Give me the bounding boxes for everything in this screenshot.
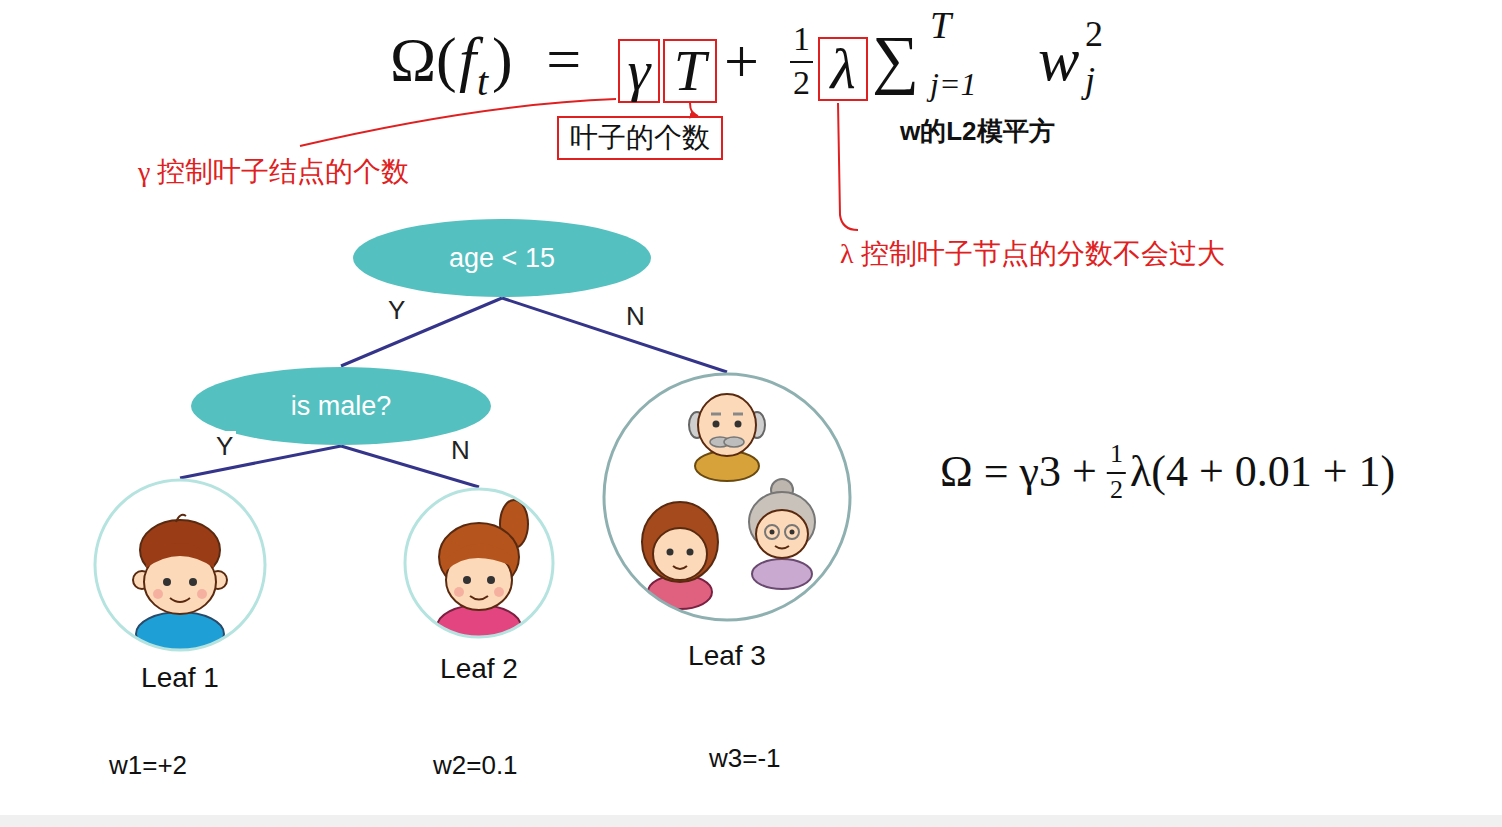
node-text: age < 15 — [449, 245, 555, 272]
label-holder: 1 — [1110, 441, 1123, 467]
leader-line — [300, 99, 616, 146]
ellipse-shape — [191, 367, 491, 445]
example-formula: λ(4 + 0.01 + 1) — [1130, 447, 1395, 496]
edge-label: Y — [213, 431, 236, 461]
node-text: 叶子的个数 — [570, 124, 710, 152]
circle-shape — [604, 374, 850, 620]
label-holder: γ 控制叶子结点的个数 — [138, 158, 409, 186]
label-holder: Ω( — [390, 28, 457, 90]
formula-symbol: + — [724, 27, 759, 95]
leaf-caption: Leaf 3 — [602, 642, 852, 670]
edge-label: N — [448, 435, 473, 465]
edge-label: Y — [385, 295, 408, 325]
circle-outline — [403, 487, 555, 639]
label-holder: w1=+2 — [109, 752, 187, 778]
sum-symbol: ∑ — [872, 22, 919, 95]
label-holder: λ 控制叶子节点的分数不会过大 — [840, 240, 1225, 268]
node-text: T — [674, 42, 706, 100]
circle-shape — [95, 480, 265, 650]
node-text: is male? — [291, 393, 392, 420]
formula-symbol: ) = — [492, 25, 581, 93]
fraction-bar — [1107, 472, 1126, 474]
annotation-text: λ 控制叶子节点的分数不会过大 — [840, 238, 1225, 269]
highlight-box: λ — [818, 37, 868, 101]
label-holder: j — [1085, 62, 1095, 98]
weight-label: w1=+2 — [109, 750, 187, 780]
highlight-box: γ — [618, 39, 660, 103]
label-holder: j=1 — [930, 68, 976, 100]
formula-symbol: Ω( — [390, 25, 457, 93]
formula-superscript: 2 — [1085, 14, 1103, 54]
label-holder: T — [930, 6, 951, 44]
label-holder: 2 — [1085, 16, 1103, 52]
leaf-circle: Leaf 3 — [602, 372, 852, 622]
fraction-number: 1 — [793, 20, 810, 57]
label-holder: Y — [213, 433, 236, 459]
label-holder: ∑ — [872, 26, 919, 92]
leaf-circle: Leaf 2 — [403, 487, 555, 639]
formula-superscript: T — [930, 4, 951, 46]
bottom-band — [0, 815, 1502, 827]
label-holder: w3=-1 — [709, 745, 781, 771]
formula-subscript: t — [477, 59, 488, 104]
callout-box: 叶子的个数 — [557, 116, 723, 160]
label-holder: λ(4 + 0.01 + 1) — [1130, 450, 1395, 494]
annotation-text: γ 控制叶子结点的个数 — [138, 156, 409, 187]
formula-symbol: f — [459, 25, 476, 93]
fraction-number: 2 — [793, 64, 810, 101]
formula-note: w的L2模平方 — [900, 116, 1055, 146]
leader-line — [838, 103, 858, 230]
label-holder: ) = — [492, 28, 581, 90]
weight-label: w2=0.1 — [433, 750, 518, 780]
formula-symbol: w — [1038, 25, 1079, 93]
connector — [690, 103, 698, 116]
circle-shape — [405, 489, 553, 637]
fraction-number: 1 — [1110, 439, 1123, 468]
node-text: λ — [830, 40, 855, 98]
family-figures — [642, 394, 815, 609]
fraction-number: 2 — [1110, 475, 1123, 504]
ellipse-shape — [353, 219, 651, 297]
circle-outline — [602, 372, 852, 622]
weight-label: w3=-1 — [709, 743, 781, 773]
label-holder: f — [459, 28, 476, 90]
label-holder: 1 — [793, 22, 810, 56]
label-holder: + — [724, 30, 759, 92]
leaf-caption: Leaf 1 — [93, 664, 267, 692]
connector — [180, 446, 341, 478]
label-holder: 2 — [793, 66, 810, 100]
label-holder: Y — [385, 297, 408, 323]
formula-subscript: j — [1085, 60, 1095, 100]
node-text: γ — [628, 42, 651, 100]
decision-ellipse: age < 15 — [352, 218, 652, 298]
label-holder: w — [1038, 28, 1079, 90]
leaf-caption: Leaf 2 — [403, 655, 555, 683]
example-formula: Ω = γ3 + — [940, 447, 1097, 496]
connector — [502, 298, 727, 372]
label-holder: t — [477, 62, 488, 102]
label-holder: 2 — [1110, 477, 1123, 503]
label-holder: w的L2模平方 — [900, 118, 1055, 144]
fraction-bar — [790, 61, 813, 63]
connector — [341, 298, 502, 366]
highlight-box: T — [663, 39, 717, 103]
formula-subscript: j=1 — [930, 66, 976, 102]
label-holder: N — [623, 303, 648, 329]
edge-label: N — [623, 301, 648, 331]
label-holder: w2=0.1 — [433, 752, 518, 778]
leaf-circle: Leaf 1 — [93, 478, 267, 652]
boy-figure — [133, 515, 227, 656]
label-holder: N — [448, 437, 473, 463]
circle-outline — [93, 478, 267, 652]
label-holder: Ω = γ3 + — [940, 450, 1097, 494]
